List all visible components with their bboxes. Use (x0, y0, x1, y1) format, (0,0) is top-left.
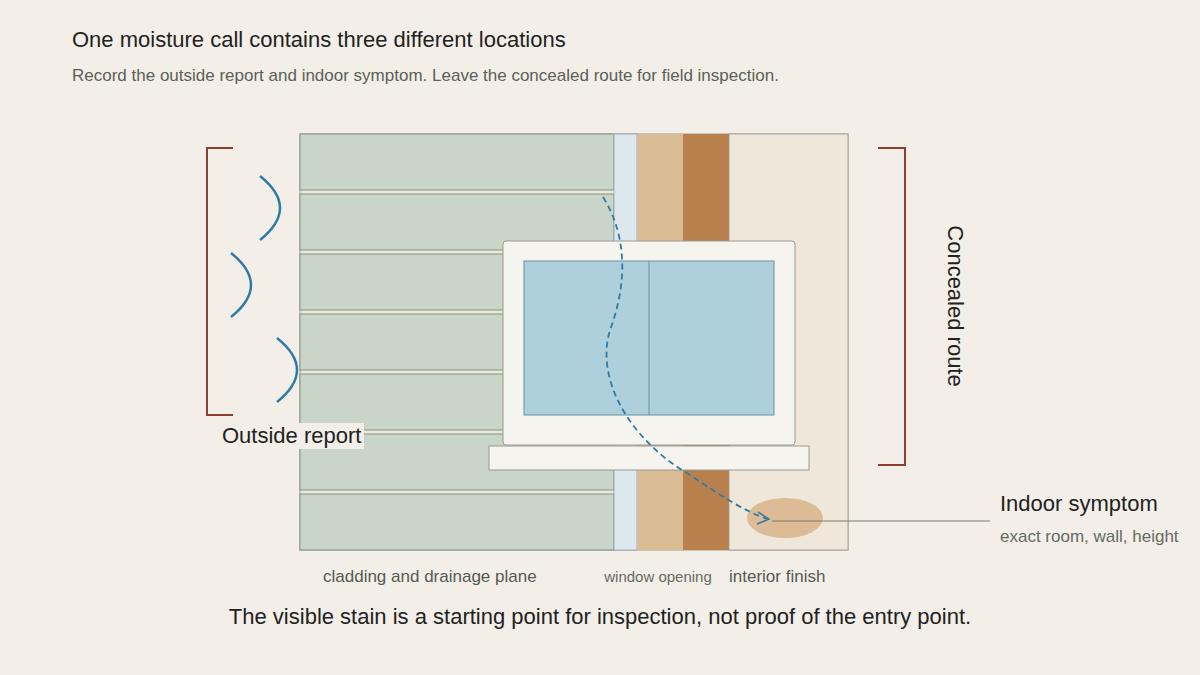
stain (747, 498, 823, 538)
outside-report-label: Outside report (219, 423, 364, 449)
brackets (207, 148, 905, 465)
indoor-symptom-label: Indoor symptom (1000, 491, 1158, 517)
indoor-symptom-detail: exact room, wall, height (1000, 527, 1179, 547)
wall-section (300, 134, 848, 550)
part-label: window opening (604, 568, 712, 586)
window-unit (489, 241, 809, 470)
route-arrowhead (757, 512, 769, 524)
leader-line (772, 520, 990, 521)
rain-arcs (231, 176, 297, 402)
diagram-title: One moisture call contains three differe… (72, 27, 566, 53)
part-label: cladding and drainage plane (323, 567, 537, 587)
part-label: interior finish (729, 567, 825, 587)
concealed-route-line (603, 197, 768, 519)
subtitle: Record the outside report and indoor sym… (72, 66, 779, 86)
caption: The visible stain is a starting point fo… (229, 604, 971, 630)
concealed-route-label: Concealed route (942, 225, 968, 386)
